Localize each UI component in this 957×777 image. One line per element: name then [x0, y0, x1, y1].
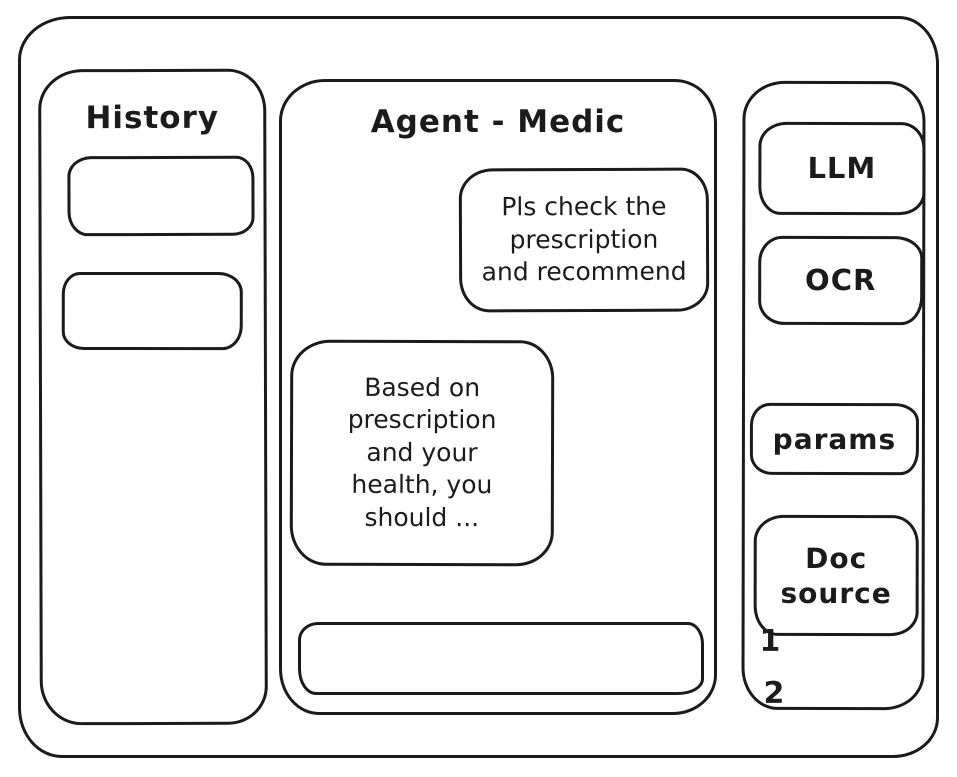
assistant-message-bubble: Based on prescription and your health, y…: [289, 339, 555, 567]
params-button[interactable]: params: [749, 402, 919, 476]
doc-source-item-2-label: 2: [763, 675, 785, 711]
history-item[interactable]: [61, 271, 243, 351]
doc-source-button[interactable]: Doc source: [753, 514, 919, 637]
history-title: History: [85, 99, 220, 137]
chat-title: Agent - Medic: [370, 104, 626, 140]
history-item[interactable]: [67, 155, 255, 237]
chat-panel: Agent - Medic Pls check the prescription…: [279, 79, 717, 715]
tools-panel: LLM OCR params Doc source 1 2: [741, 80, 926, 711]
ocr-button[interactable]: OCR: [758, 235, 924, 326]
llm-button[interactable]: LLM: [758, 121, 926, 216]
doc-source-item-1-label: 1: [759, 623, 781, 659]
user-message-bubble: Pls check the prescription and recommend: [458, 167, 710, 313]
message-input[interactable]: [298, 622, 704, 695]
history-panel: History: [38, 68, 268, 726]
app-frame: History Agent - Medic Pls check the pres…: [18, 16, 939, 758]
